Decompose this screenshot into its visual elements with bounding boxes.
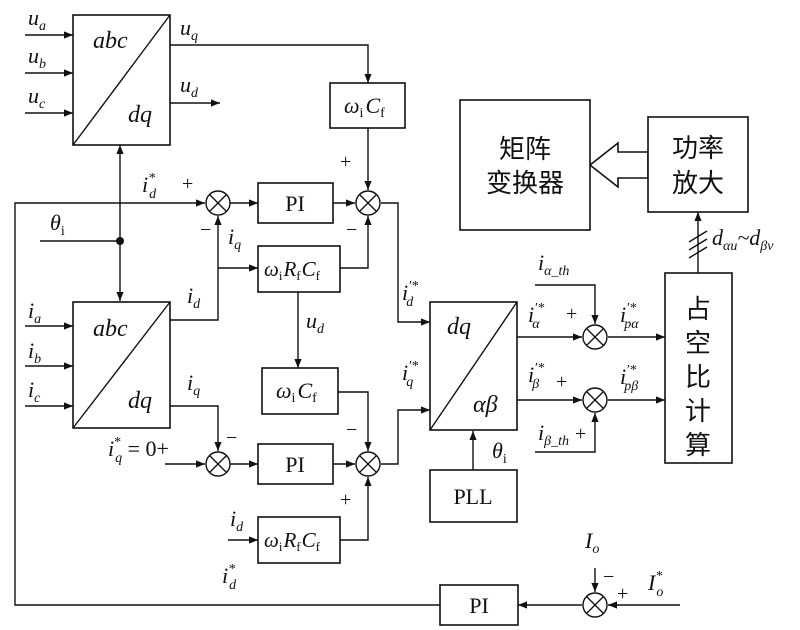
label-ia: ia (28, 298, 41, 327)
sign-plus: + (566, 303, 577, 325)
sign-plus: + (182, 173, 193, 195)
label-id-star-bottom: i*d (222, 562, 237, 593)
svg-text:功率: 功率 (672, 134, 724, 164)
label-ipbeta: i′*pβ (620, 363, 638, 394)
alphabeta-label: αβ (473, 392, 498, 418)
sign-minus: − (226, 427, 237, 449)
pll-block: PLL (429, 469, 518, 523)
label-id-in: id (230, 506, 244, 535)
svg-text:占: 占 (685, 295, 711, 325)
svg-text:比: 比 (685, 363, 711, 393)
svg-text:变换器: 变换器 (486, 169, 564, 199)
omega-cf-block-mid: ωiCf (261, 367, 339, 415)
abc-label: abc (93, 316, 128, 342)
summing-junction-vd (355, 190, 381, 216)
label-io-star: I*o (647, 569, 663, 600)
label-iq-fb: iq (228, 224, 241, 253)
svg-text:PI: PI (469, 593, 489, 618)
svg-text:空: 空 (685, 329, 711, 359)
junction-signs: + − + − − − + + + + − + (182, 151, 628, 605)
summing-junction-io (582, 592, 608, 618)
svg-text:计: 计 (685, 397, 711, 427)
summing-junction-iq (205, 451, 231, 477)
label-theta-i: θi (50, 210, 65, 239)
label-ib: ib (28, 338, 41, 367)
duty-cycle-calc-block: 占 空 比 计 算 (664, 272, 733, 464)
label-ialpha-prime-star: i′*α (528, 301, 544, 332)
summing-junction-vq (355, 451, 381, 477)
pi-controller-q: PI (257, 443, 334, 485)
label-uc: uc (28, 83, 46, 112)
label-ub: ub (28, 43, 46, 72)
label-ua: ua (28, 5, 46, 34)
label-id-out: id (187, 283, 201, 312)
sign-plus: + (575, 423, 586, 445)
svg-text:PLL: PLL (453, 484, 492, 509)
sign-minus: − (346, 219, 357, 241)
omega-rf-cf-block-d: ωiRfCf (257, 245, 341, 293)
label-id-prime-star: i′*d (402, 279, 418, 310)
dq-label: dq (128, 102, 152, 128)
pi-controller-d: PI (257, 182, 334, 224)
label-ibeta-prime-star: i′*β (528, 361, 544, 392)
label-ic: ic (28, 377, 41, 406)
label-theta-pll: θi (492, 438, 507, 467)
label-ialpha-th: iα_th (538, 250, 569, 279)
dq-label: dq (128, 388, 152, 414)
abc-dq-transform-top: abc dq (72, 14, 171, 146)
label-ipalpha: i′*pα (620, 301, 639, 332)
summing-junction-id (205, 190, 231, 216)
svg-text:放大: 放大 (672, 169, 724, 199)
svg-text:ωiRfCf: ωiRfCf (264, 528, 321, 554)
sign-plus: + (340, 151, 351, 173)
label-id-star-ref: i*d (142, 171, 157, 202)
label-ibeta-th: iβ_th (538, 420, 569, 449)
abc-dq-transform-bottom: abc dq (72, 301, 171, 429)
pi-controller-output: PI (439, 584, 519, 626)
svg-text:PI: PI (285, 191, 305, 216)
matrix-converter-block: 矩阵 变换器 (459, 99, 591, 231)
sign-minus: − (200, 219, 211, 241)
hollow-arrow-icon (588, 141, 649, 189)
svg-text:PI: PI (285, 452, 305, 477)
label-duty-range: dαu~dβv (712, 225, 774, 254)
label-iq-star-ref: i*q = 0+ (108, 435, 169, 466)
svg-text:算: 算 (685, 431, 711, 461)
abc-label: abc (93, 28, 128, 54)
sign-plus: + (617, 583, 628, 605)
sign-plus: + (340, 489, 351, 511)
wires (14, 31, 708, 609)
omega-cf-block-top: ωiCf (329, 82, 406, 129)
label-ud-top: ud (180, 72, 199, 101)
sign-minus: − (603, 566, 614, 588)
svg-text:ωiCf: ωiCf (344, 93, 385, 121)
signal-labels: ua ub uc uq ud θi i*d iq id ud ia ib ic … (28, 5, 774, 600)
svg-text:ωiCf: ωiCf (276, 378, 317, 406)
junction-dot (116, 237, 124, 245)
summing-junction-beta (582, 387, 608, 413)
sign-minus: − (346, 419, 357, 441)
omega-rf-cf-block-q: ωiRfCf (257, 516, 341, 564)
label-iq-out: iq (187, 370, 200, 399)
label-iq-prime-star: i′*q (402, 359, 418, 390)
dq-alphabeta-transform: dq αβ (429, 301, 518, 431)
label-ud-mid: ud (306, 308, 325, 337)
dq-label: dq (447, 314, 471, 340)
sign-plus: + (556, 371, 567, 393)
label-uq: uq (180, 15, 198, 44)
svg-text:矩阵: 矩阵 (499, 135, 551, 165)
label-io: Io (584, 528, 599, 557)
power-amplifier-block: 功率 放大 (647, 116, 749, 213)
svg-text:ωiRfCf: ωiRfCf (264, 257, 321, 283)
summing-junction-alpha (582, 324, 608, 350)
